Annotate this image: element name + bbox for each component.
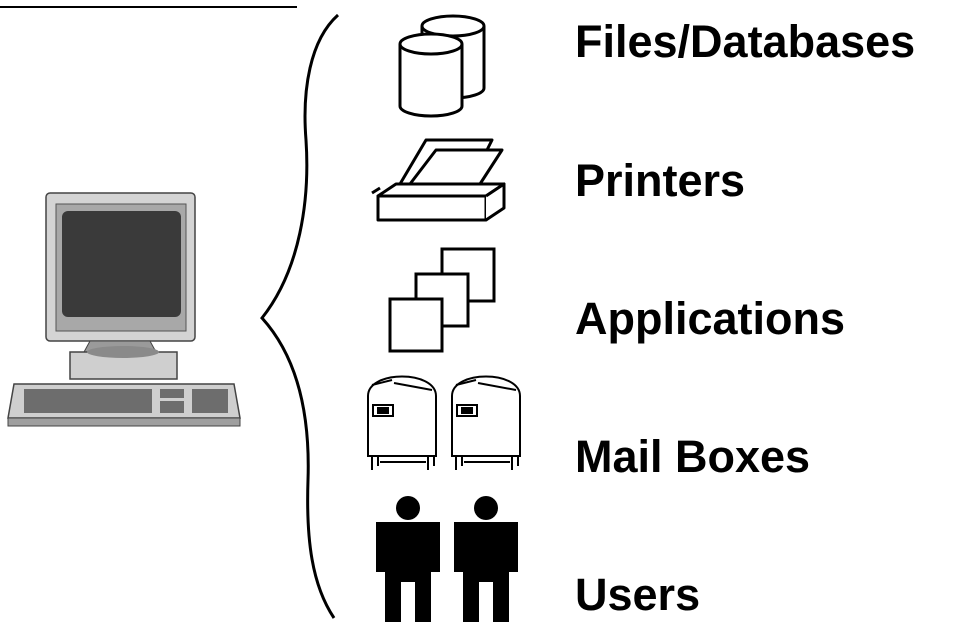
label-printers: Printers: [575, 155, 746, 206]
stacked-windows-icon: [388, 247, 496, 353]
label-users: Users: [575, 569, 701, 620]
person-icon-right: [454, 496, 518, 622]
database-cylinders-icon: [398, 14, 486, 118]
label-files-databases: Files/Databases: [575, 16, 916, 67]
top-rule: [0, 6, 297, 8]
mailbox-icon-right: [451, 375, 521, 470]
printer-tray-icon: [371, 138, 506, 222]
label-mail-boxes: Mail Boxes: [575, 431, 811, 482]
mailbox-icon-left: [367, 375, 437, 470]
curly-brace: [260, 13, 339, 619]
person-icon-left: [376, 496, 440, 622]
computer-workstation-icon: [7, 192, 241, 427]
label-applications: Applications: [575, 293, 846, 344]
